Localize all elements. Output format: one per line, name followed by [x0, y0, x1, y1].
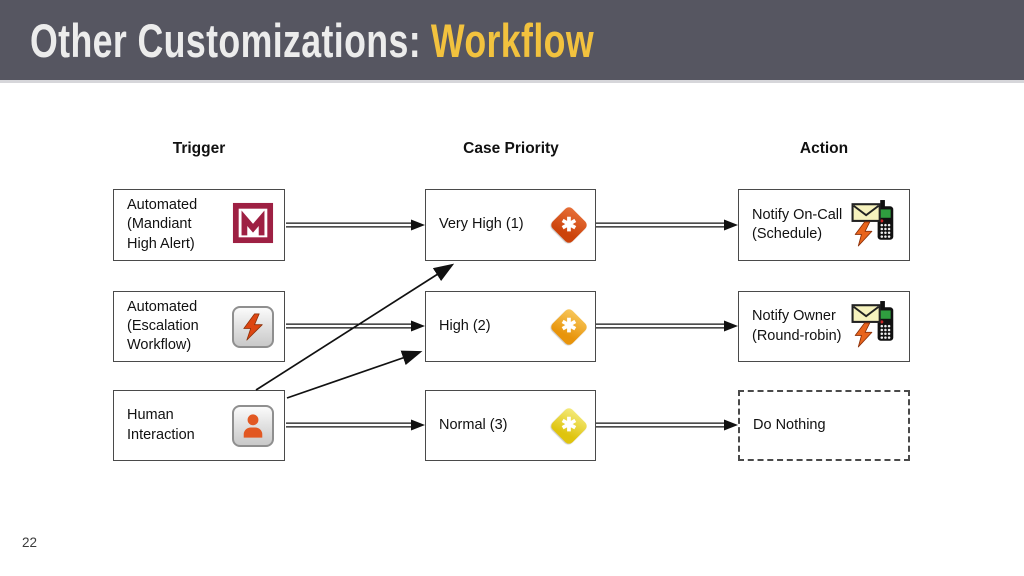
- mandiant-logo-icon: [232, 202, 274, 249]
- lightning-bolt-icon: [232, 305, 274, 348]
- node-label: Notify On-Call (Schedule): [752, 206, 843, 242]
- priority-node-high: High (2) ✱: [425, 291, 596, 362]
- column-header-action: Action: [799, 140, 849, 157]
- column-header-case-priority: Case Priority: [463, 140, 559, 157]
- person-icon: [232, 404, 274, 447]
- priority-diamond-icon: ✱: [549, 405, 589, 446]
- node-label: Normal (3): [439, 416, 508, 433]
- action-node-notify-owner: Notify Owner (Round-robin): [738, 291, 910, 362]
- arrow-mandiant-to-very-high: [286, 219, 425, 231]
- node-label: Notify Owner (Round-robin): [752, 308, 842, 344]
- node-label: High (2): [439, 317, 491, 334]
- node-label: Do Nothing: [753, 416, 826, 433]
- node-label: Automated (Escalation Workflow): [127, 298, 199, 354]
- arrow-normal-to-do-nothing: [596, 419, 738, 431]
- action-node-do-nothing: Do Nothing: [738, 390, 910, 461]
- arrow-human-to-high: [286, 350, 423, 399]
- mail-phone-icon: [851, 199, 899, 252]
- trigger-node-escalation: Automated (Escalation Workflow): [113, 291, 285, 362]
- arrow-very-high-to-notify-oncall: [596, 219, 738, 231]
- title-text: Other Customizations:: [30, 13, 421, 67]
- priority-node-normal: Normal (3) ✱: [425, 390, 596, 461]
- trigger-node-mandiant: Automated (Mandiant High Alert): [113, 189, 285, 261]
- title-highlight: Workflow: [430, 13, 595, 67]
- column-header-trigger: Trigger: [172, 140, 226, 157]
- header-bar: Other Customizations: Workflow: [0, 0, 1024, 83]
- page-number: 22: [22, 535, 38, 550]
- node-label: Automated (Mandiant High Alert): [127, 197, 198, 252]
- mail-phone-icon: [851, 300, 899, 353]
- action-node-notify-oncall: Notify On-Call (Schedule): [738, 189, 910, 261]
- asterisk-glyph: ✱: [561, 415, 577, 436]
- node-label: Very High (1): [439, 216, 524, 233]
- arrow-escalation-to-high: [286, 320, 425, 332]
- arrow-high-to-notify-owner: [596, 320, 738, 332]
- priority-node-very-high: Very High (1) ✱: [425, 189, 596, 261]
- arrow-human-to-very-high: [255, 263, 455, 391]
- priority-diamond-icon: ✱: [549, 205, 589, 245]
- priority-diamond-icon: ✱: [549, 306, 589, 347]
- asterisk-glyph: ✱: [561, 316, 577, 337]
- asterisk-glyph: ✱: [561, 214, 577, 236]
- arrow-human-to-normal: [286, 419, 425, 431]
- trigger-node-human: Human Interaction: [113, 390, 285, 461]
- node-label: Human Interaction: [127, 407, 195, 443]
- page-title: Other Customizations: Workflow: [30, 0, 594, 80]
